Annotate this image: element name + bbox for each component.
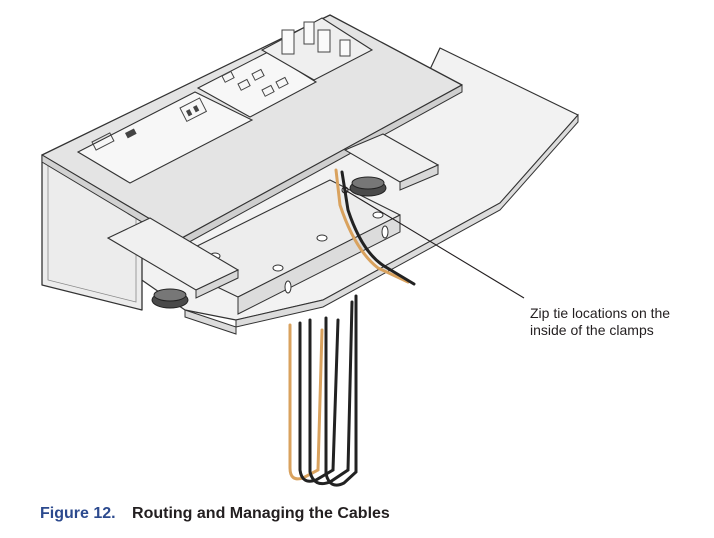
callout-line-1: Zip tie locations on the: [530, 305, 671, 321]
tan-cable-upper: [334, 168, 410, 284]
figure-number: Figure 12.: [40, 505, 116, 522]
black-cable-2: [308, 300, 354, 486]
clamp-right: [343, 133, 440, 197]
enclosure-box: [41, 14, 463, 311]
zip-tie-marker: [341, 186, 349, 194]
black-cable-upper: [340, 170, 416, 286]
clamp-left: [106, 217, 240, 309]
connector-module-middle: [196, 51, 318, 118]
cable-bundle: [288, 168, 416, 487]
black-cable-3: [324, 294, 358, 487]
connector-module-left: [76, 91, 254, 184]
tan-cable-main: [288, 323, 324, 481]
callout-leader-line: [344, 189, 525, 299]
zip-tie-callout: Zip tie locations on the inside of the c…: [530, 305, 710, 339]
callout-line-2: inside of the clamps: [530, 322, 654, 338]
black-cable-1: [298, 318, 340, 483]
connector-module-right: [260, 17, 374, 81]
figure-caption: Figure 12. Routing and Managing the Cabl…: [40, 505, 390, 523]
figure-title: Routing and Managing the Cables: [132, 505, 390, 522]
